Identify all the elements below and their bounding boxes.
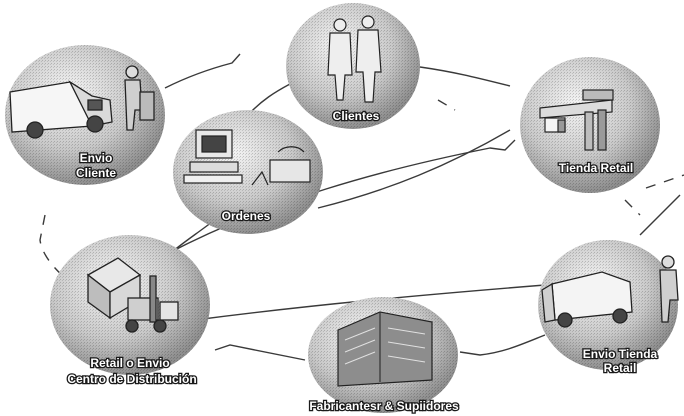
connector-envio-tienda-to-fabricantes bbox=[459, 334, 546, 356]
connector-fabricantes-to-distribucion bbox=[214, 344, 306, 361]
node-fabricantes: Fabricantesr & Supiidores bbox=[308, 297, 460, 414]
delivery-van-icon bbox=[9, 65, 155, 139]
centro-distribucion-label-1: Retail o Envio bbox=[90, 356, 169, 370]
connector-clientes-to-tienda bbox=[419, 66, 511, 87]
node-ordenes: Ordenes bbox=[173, 110, 323, 234]
node-centro-distribucion: Retail o Envio Centro de Distribución bbox=[50, 235, 210, 387]
envio-tienda-label-2: Retail bbox=[604, 361, 637, 375]
envio-tienda-label-1: Envio Tienda bbox=[583, 347, 658, 361]
connector-envio-cliente-dash-left bbox=[39, 214, 71, 283]
connector-ordenes-to-tienda bbox=[317, 129, 511, 209]
factory-building-icon bbox=[337, 311, 433, 387]
connectors bbox=[39, 53, 684, 361]
connector-tienda-to-right bbox=[645, 174, 684, 189]
people-icon bbox=[327, 15, 382, 103]
computer-phone-icon bbox=[183, 129, 311, 186]
connector-tienda-to-envio-tienda bbox=[624, 199, 641, 216]
centro-distribucion-label-2: Centro de Distribución bbox=[67, 372, 196, 386]
clientes-label: Clientes bbox=[333, 109, 380, 123]
fabricantes-label: Fabricantesr & Supiidores bbox=[309, 399, 459, 413]
connector-right-edge bbox=[639, 194, 681, 236]
node-envio-tienda: Envio Tienda Retail bbox=[538, 240, 679, 376]
connector-tienda-dash-top bbox=[437, 99, 456, 111]
storefront-icon bbox=[539, 89, 614, 151]
connector-distribucion-to-tienda bbox=[164, 139, 516, 256]
connector-envio-cliente-to-clientes bbox=[164, 53, 241, 89]
delivery-van-icon bbox=[541, 255, 679, 328]
forklift-icon bbox=[86, 257, 179, 333]
tienda-retail-label: Tienda Retail bbox=[559, 161, 633, 175]
envio-cliente-label-1: Envio bbox=[80, 151, 113, 165]
envio-cliente-label-2: Cliente bbox=[76, 166, 116, 180]
node-clientes: Clientes bbox=[286, 3, 420, 129]
node-tienda-retail: Tienda Retail bbox=[520, 57, 660, 193]
node-envio-cliente: Envio Cliente bbox=[5, 45, 165, 185]
ordenes-label: Ordenes bbox=[222, 209, 271, 223]
